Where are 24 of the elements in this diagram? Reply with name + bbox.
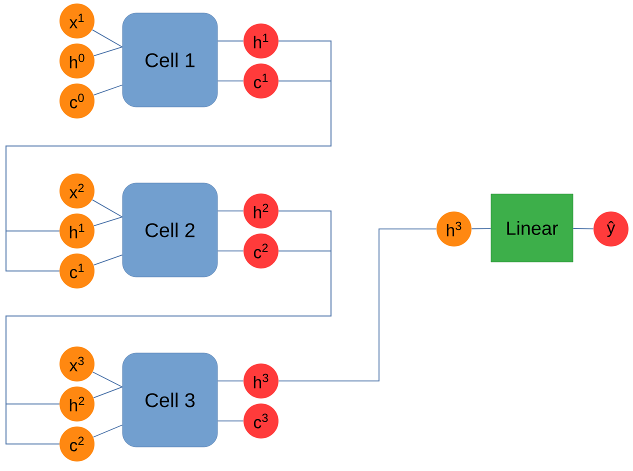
connector-line <box>6 250 332 444</box>
connector-line <box>278 228 437 382</box>
connector-line <box>217 420 244 422</box>
connector-line <box>6 80 332 272</box>
connector-line <box>217 210 244 212</box>
connector-line <box>217 40 244 42</box>
cell-box: Cell 1 <box>122 12 218 108</box>
connector-line <box>93 84 123 96</box>
connector-line <box>92 29 123 48</box>
linear-box: Linear <box>490 194 574 262</box>
connector-line <box>217 380 244 382</box>
connector-line <box>93 46 123 56</box>
connector-line <box>217 250 244 252</box>
connector-line <box>92 424 123 438</box>
connector-line <box>93 386 123 398</box>
connector-line <box>217 80 244 82</box>
connector-line <box>93 216 123 226</box>
cell-box: Cell 2 <box>122 182 218 278</box>
connector-line <box>93 254 123 266</box>
connector-line <box>92 199 123 218</box>
connector-line <box>572 228 594 230</box>
connector-line <box>92 372 123 388</box>
cell-box: Cell 3 <box>122 352 218 448</box>
connector-line <box>471 228 492 230</box>
